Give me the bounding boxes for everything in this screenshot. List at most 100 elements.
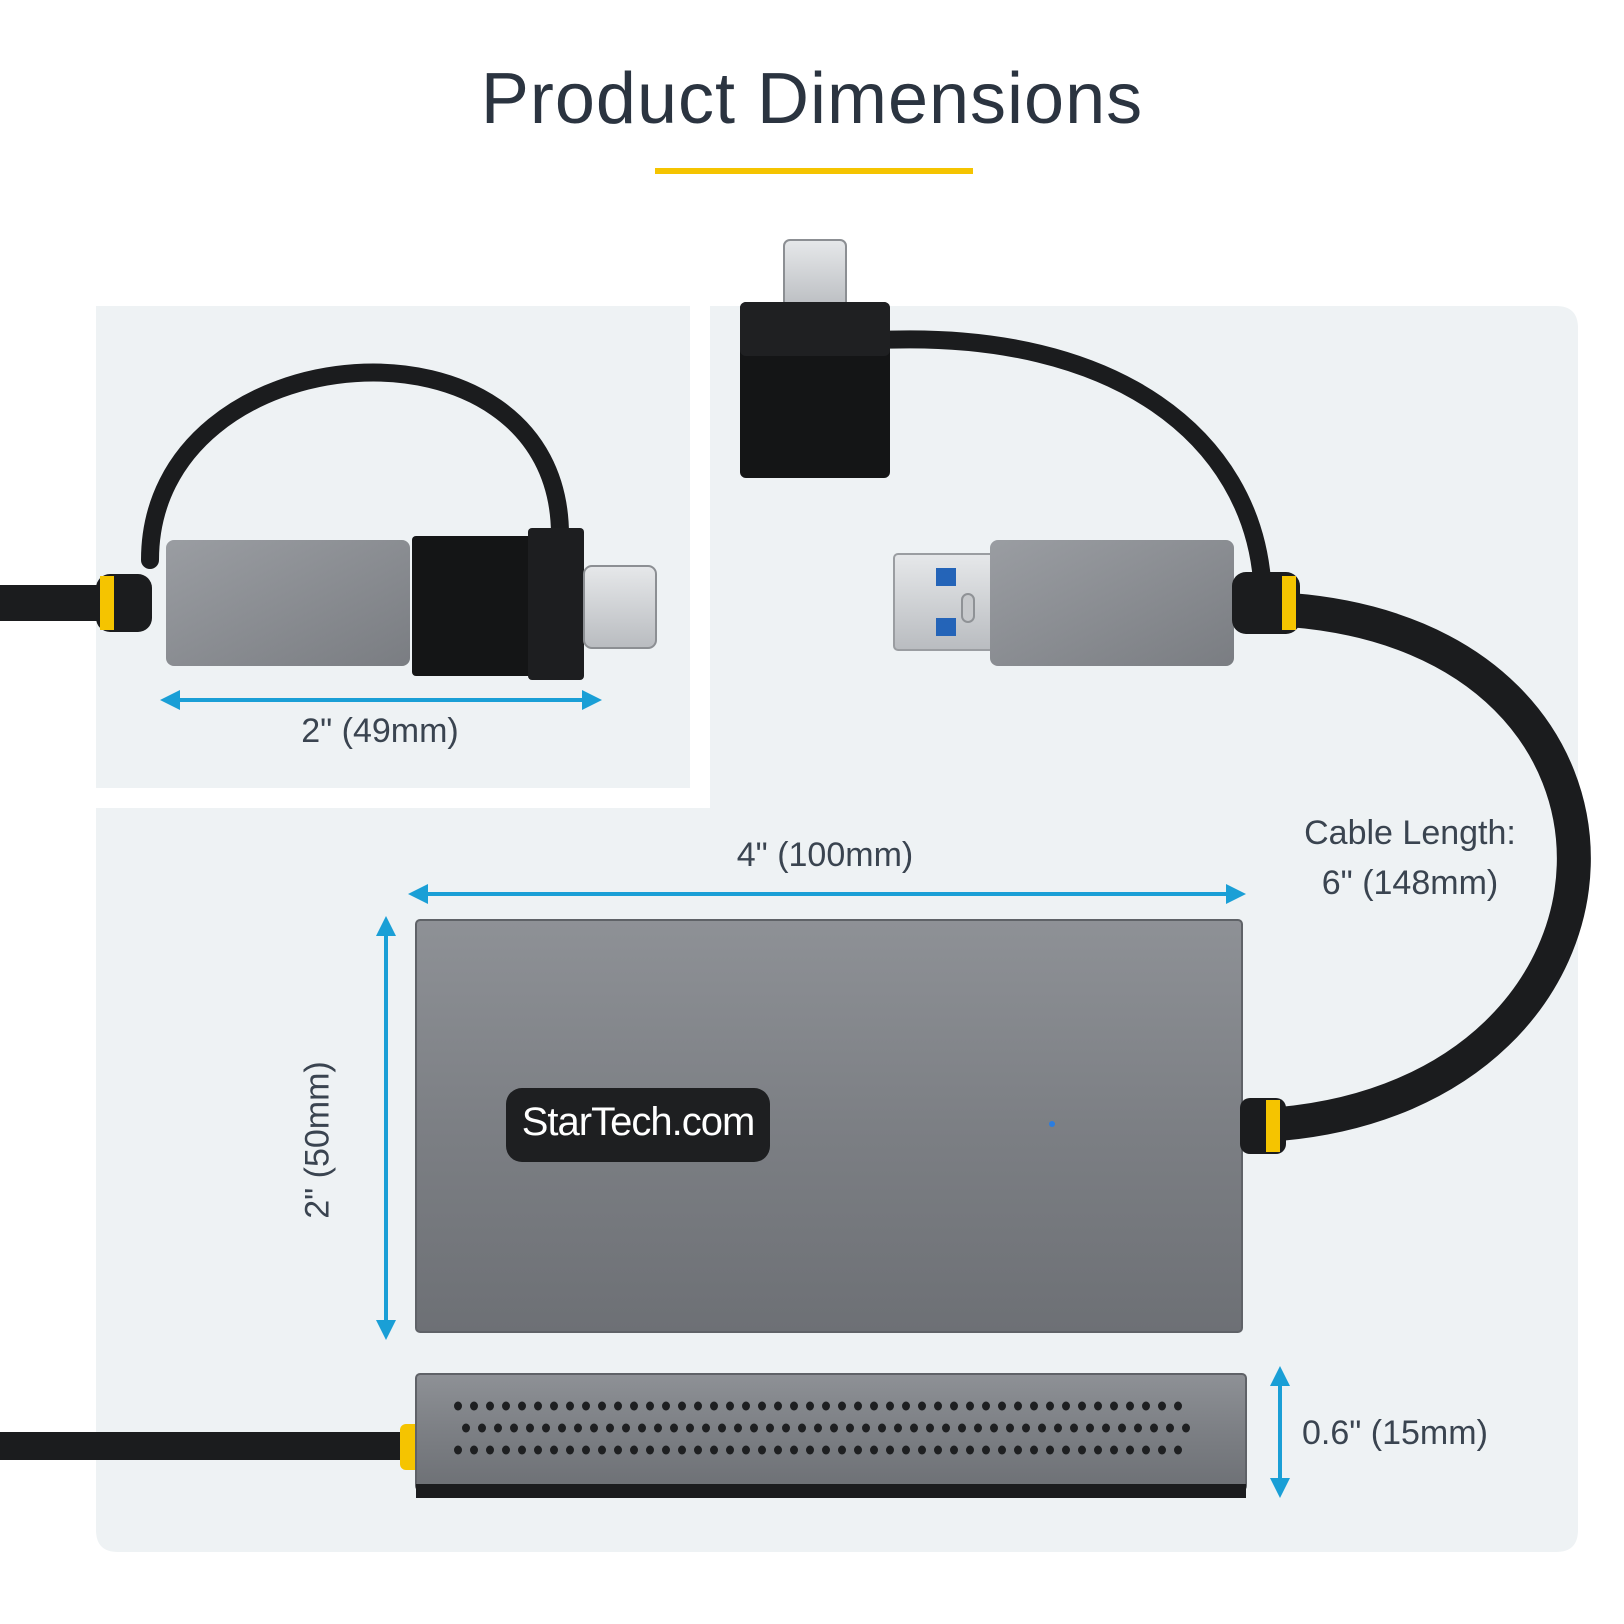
vent-hole	[534, 1401, 542, 1411]
vent-hole	[982, 1445, 990, 1455]
vent-hole	[1062, 1401, 1070, 1411]
vent-hole	[454, 1401, 462, 1411]
adapter-closeup	[0, 363, 657, 710]
vent-hole	[1014, 1445, 1022, 1455]
vent-hole	[678, 1445, 686, 1455]
vent-hole	[830, 1423, 838, 1433]
vent-hole	[934, 1401, 942, 1411]
vent-hole	[1070, 1423, 1078, 1433]
vent-hole	[670, 1423, 678, 1433]
vent-hole	[1174, 1445, 1182, 1455]
vent-hole	[790, 1445, 798, 1455]
vent-hole	[1134, 1423, 1142, 1433]
vent-hole	[790, 1401, 798, 1411]
vent-hole	[1118, 1423, 1126, 1433]
adapter-housing-right	[990, 540, 1234, 666]
vent-hole	[494, 1423, 502, 1433]
vent-hole	[702, 1423, 710, 1433]
vent-hole	[566, 1445, 574, 1455]
vent-hole	[518, 1401, 526, 1411]
vent-hole	[486, 1445, 494, 1455]
brand-logo: StarTech.com	[521, 1100, 756, 1144]
cable-length-title: Cable Length:	[1304, 814, 1516, 852]
vent-hole	[838, 1401, 846, 1411]
panel-separator-h	[96, 788, 710, 808]
vent-hole	[598, 1401, 606, 1411]
cable-assembly	[740, 239, 1591, 1141]
vent-hole	[646, 1445, 654, 1455]
vent-hole	[1158, 1445, 1166, 1455]
vent-hole	[566, 1401, 574, 1411]
vent-hole	[614, 1445, 622, 1455]
connector-width-label: 2" (49mm)	[301, 712, 459, 750]
vent-hole	[726, 1401, 734, 1411]
vent-hole	[622, 1423, 630, 1433]
vent-hole	[934, 1445, 942, 1455]
vent-hole	[470, 1445, 478, 1455]
vent-hole	[766, 1423, 774, 1433]
vent-hole	[998, 1445, 1006, 1455]
vent-hole	[1030, 1445, 1038, 1455]
vent-hole	[902, 1401, 910, 1411]
vent-hole	[630, 1401, 638, 1411]
vent-hole	[1046, 1445, 1054, 1455]
vent-hole	[470, 1401, 478, 1411]
vent-hole	[710, 1401, 718, 1411]
vent-hole	[966, 1401, 974, 1411]
vent-hole	[1006, 1423, 1014, 1433]
cable-left	[0, 585, 110, 621]
vent-hole	[638, 1423, 646, 1433]
vent-hole	[454, 1445, 462, 1455]
vent-hole	[1014, 1401, 1022, 1411]
vent-hole	[950, 1445, 958, 1455]
vent-hole	[998, 1401, 1006, 1411]
panel-separator	[690, 306, 710, 796]
vent-hole	[1174, 1401, 1182, 1411]
vent-hole	[1158, 1401, 1166, 1411]
vent-hole	[486, 1401, 494, 1411]
vent-hole	[742, 1401, 750, 1411]
vent-hole	[966, 1445, 974, 1455]
vent-hole	[926, 1423, 934, 1433]
vent-hole	[1150, 1423, 1158, 1433]
vent-hole	[846, 1423, 854, 1433]
vent-hole	[982, 1401, 990, 1411]
vent-hole	[918, 1401, 926, 1411]
vent-hole	[582, 1401, 590, 1411]
vent-hole	[838, 1445, 846, 1455]
vent-hole	[550, 1445, 558, 1455]
vent-hole	[918, 1445, 926, 1455]
vent-hole	[774, 1445, 782, 1455]
vent-hole	[806, 1445, 814, 1455]
hub-side-view	[0, 1366, 1290, 1498]
adapter-housing-left	[166, 540, 410, 666]
vent-hole	[630, 1445, 638, 1455]
vent-hole	[646, 1401, 654, 1411]
hub-thickness-label: 0.6" (15mm)	[1302, 1414, 1488, 1452]
cable-upper	[879, 330, 1271, 581]
vent-hole	[678, 1401, 686, 1411]
cable-length-label: Cable Length: 6" (148mm)	[1290, 808, 1530, 908]
yellow-ring-right	[1282, 576, 1296, 630]
vent-hole	[502, 1445, 510, 1455]
vent-hole	[710, 1445, 718, 1455]
hub-yellow-ring	[1266, 1100, 1280, 1152]
vent-hole	[742, 1445, 750, 1455]
vent-hole	[758, 1401, 766, 1411]
vent-hole	[662, 1401, 670, 1411]
vent-hole	[878, 1423, 886, 1433]
vent-hole	[910, 1423, 918, 1433]
vent-hole	[974, 1423, 982, 1433]
vent-hole	[1046, 1401, 1054, 1411]
vent-hole	[1038, 1423, 1046, 1433]
vent-hole	[654, 1423, 662, 1433]
vent-hole	[1182, 1423, 1190, 1433]
hub-height-label: 2" (50mm)	[298, 1061, 337, 1219]
vent-hole	[1102, 1423, 1110, 1433]
vent-hole	[1094, 1401, 1102, 1411]
vent-hole	[1078, 1401, 1086, 1411]
vent-hole	[822, 1445, 830, 1455]
vent-hole	[1078, 1445, 1086, 1455]
vent-hole	[750, 1423, 758, 1433]
vent-hole	[734, 1423, 742, 1433]
